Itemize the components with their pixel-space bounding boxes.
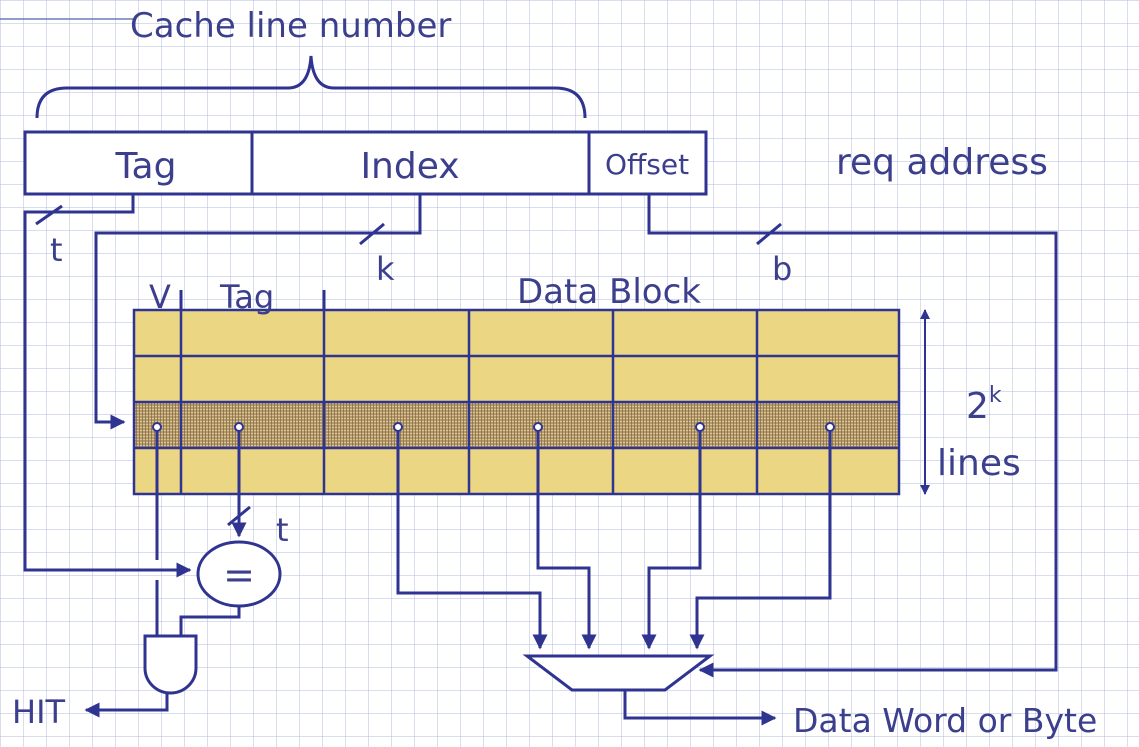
offset-bus: [647, 194, 1058, 678]
data-output-label: Data Word or Byte: [793, 701, 1097, 740]
tap-points: [152, 422, 835, 432]
compare-result-wire: [179, 606, 241, 636]
word-multiplexer: [522, 654, 715, 692]
index-width-label: k: [376, 250, 395, 288]
lines-count-exponent: k: [989, 383, 1002, 408]
offset-width-label: b: [772, 250, 792, 288]
lines-count-base: 2: [966, 386, 989, 427]
tag-width-label: t: [50, 231, 63, 269]
stored-tag-width-label: t: [276, 511, 289, 549]
req-address-caption: req address: [836, 142, 1048, 183]
index-bus: [94, 194, 422, 430]
hit-wire: [84, 693, 169, 718]
and-gate: [143, 634, 198, 695]
tag-field: Tag: [115, 146, 177, 187]
comparator-symbol: =: [223, 553, 255, 597]
data-block-label: Data Block: [517, 272, 701, 312]
cache-line-brace: [35, 55, 587, 119]
cache-line-number-title: Cache line number: [130, 6, 451, 46]
selected-cache-line: [134, 402, 899, 448]
cache-array-grid: [132, 308, 901, 496]
lines-unit-label: lines: [937, 443, 1021, 484]
index-field: Index: [360, 146, 459, 187]
word-wire-3: [689, 427, 832, 650]
word-wire-1: [536, 427, 597, 650]
word-wire-0: [396, 427, 548, 650]
tag-column-label: Tag: [219, 278, 274, 316]
offset-field: Offset: [605, 148, 689, 181]
hit-output-label: HIT: [12, 693, 66, 731]
valid-column-label: V: [149, 278, 171, 316]
data-output-wire: [623, 690, 777, 726]
word-wire-2: [641, 427, 702, 650]
request-address-register: [23, 130, 708, 196]
tag-bus: [23, 194, 192, 578]
lines-count-label: 2k: [966, 383, 1002, 427]
